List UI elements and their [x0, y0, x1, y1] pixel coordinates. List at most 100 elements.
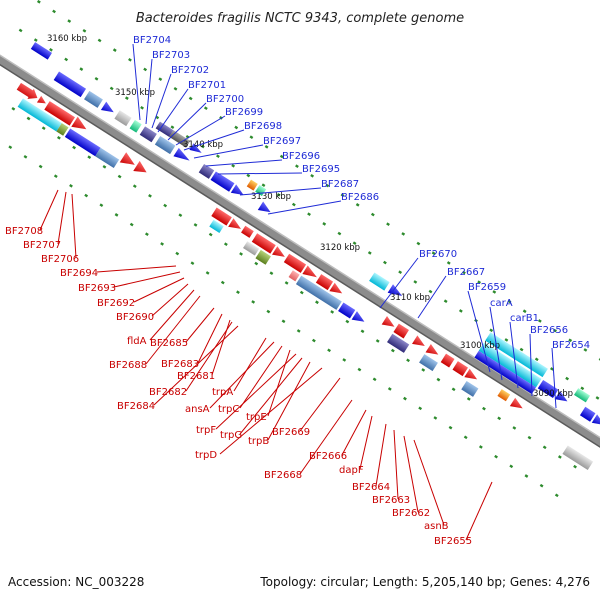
gene-feature: [272, 246, 285, 257]
kbp-label: 3120 kbp: [320, 243, 360, 253]
gene-label: BF2666: [309, 451, 347, 462]
gene-label: fldA: [127, 336, 147, 347]
gene-feature: [315, 274, 334, 291]
gene-feature: [257, 201, 271, 213]
gene-feature: [381, 316, 395, 327]
gene-feature: [537, 379, 559, 399]
gene-feature: [155, 121, 174, 137]
gene-feature: [53, 71, 87, 98]
gene-label: BF2668: [264, 470, 302, 481]
gene-feature: [17, 98, 62, 132]
kbp-label: 3100 kbp: [460, 341, 500, 351]
gene-feature: [387, 333, 410, 353]
gene-feature: [393, 323, 409, 339]
gene-feature: [243, 241, 260, 256]
gene-feature: [154, 136, 176, 155]
gene-feature: [100, 101, 114, 113]
tick-row-outer-top: [36, 0, 600, 389]
reverse-gene-labels: BF2708 BF2707 BF2706 BF2694 BF2693 BF269…: [5, 226, 472, 547]
gene-label: BF2664: [352, 482, 390, 493]
gene-label: trpB: [248, 436, 269, 447]
gene-feature: [139, 126, 157, 143]
gene-feature: [485, 332, 548, 378]
gene-label: asnB: [424, 521, 449, 532]
kbp-label: 3150 kbp: [115, 88, 155, 98]
gene-label: trpE: [246, 412, 267, 423]
gene-feature: [246, 179, 258, 191]
gene-label: BF2706: [41, 254, 79, 265]
gene-feature: [169, 130, 191, 148]
gene-feature: [562, 445, 594, 471]
gene-label: BF2687: [321, 179, 359, 190]
gene-label: trpF: [196, 425, 216, 436]
gene-label: trpA: [212, 387, 233, 398]
kbp-label: 3140 kbp: [183, 140, 223, 150]
gene-feature: [302, 265, 317, 278]
gene-label: BF2692: [97, 298, 135, 309]
gene-label: BF2686: [341, 192, 379, 203]
genome-backbone: [0, 51, 600, 456]
gene-feature: [554, 390, 568, 402]
scale-labels: 3160 kbp 3150 kbp 3140 kbp 3130 kbp 3120…: [47, 34, 573, 399]
gene-label: ansA: [185, 404, 210, 415]
gene-label: BF2662: [392, 508, 430, 519]
gene-label: trpG: [220, 430, 242, 441]
red-leader-lines: [39, 189, 493, 541]
gene-label: carB1: [510, 313, 539, 324]
gene-feature: [173, 147, 190, 161]
gene-feature: [30, 42, 53, 60]
reverse-strand-features: [16, 82, 594, 471]
gene-label: BF2695: [302, 164, 340, 175]
kbp-label: 3110 kbp: [390, 293, 430, 303]
gene-label: BF2683: [161, 359, 199, 370]
gene-feature: [425, 343, 439, 355]
gene-feature: [369, 272, 390, 291]
gene-label: BF2700: [206, 94, 244, 105]
tick-row-outer-bottom: [0, 116, 572, 506]
gene-feature: [440, 353, 455, 368]
gene-label: BF2659: [468, 282, 506, 293]
gene-feature: [230, 184, 244, 196]
gene-feature: [241, 225, 254, 238]
gene-label: BF2663: [372, 495, 410, 506]
gene-feature: [198, 163, 215, 179]
gene-feature: [509, 397, 523, 409]
gene-label: BF2670: [419, 249, 457, 260]
gene-feature: [497, 389, 511, 402]
gene-feature: [329, 282, 343, 294]
gene-label: BF2684: [117, 401, 155, 412]
gene-label: trpC: [218, 404, 239, 415]
gene-label: BF2698: [244, 121, 282, 132]
gene-feature: [255, 249, 271, 265]
gene-label: BF2654: [552, 340, 590, 351]
gene-feature: [338, 302, 356, 319]
forward-gene-labels: BF2704 BF2703 BF2702 BF2701 BF2700 BF269…: [133, 35, 590, 351]
gene-feature: [44, 101, 75, 126]
gene-feature: [478, 342, 542, 388]
gene-label: BF2656: [530, 325, 568, 336]
gene-feature: [579, 406, 596, 422]
gene-feature: [412, 335, 425, 347]
gene-label: BF2703: [152, 50, 190, 61]
gene-feature: [210, 171, 235, 192]
gene-label: BF2667: [447, 267, 485, 278]
gene-feature: [64, 128, 101, 157]
map-title: Bacteroides fragilis NCTC 9343, complete…: [136, 11, 464, 26]
gene-feature: [351, 311, 365, 322]
gene-label: BF2702: [171, 65, 209, 76]
gene-label: BF2696: [282, 151, 320, 162]
gene-label: BF2707: [23, 240, 61, 251]
gene-feature: [119, 152, 135, 165]
gene-feature: [251, 233, 276, 254]
gene-feature: [71, 116, 87, 130]
gene-label: BF2655: [434, 536, 472, 547]
gene-label: BF2708: [5, 226, 43, 237]
gene-feature: [591, 414, 600, 425]
gene-feature: [95, 147, 120, 169]
gene-label: BF2697: [263, 136, 301, 147]
gene-label: trpD: [195, 450, 217, 461]
gene-feature: [419, 354, 438, 372]
accession-text: Accession: NC_003228: [8, 575, 144, 589]
gene-label: BF2685: [150, 338, 188, 349]
